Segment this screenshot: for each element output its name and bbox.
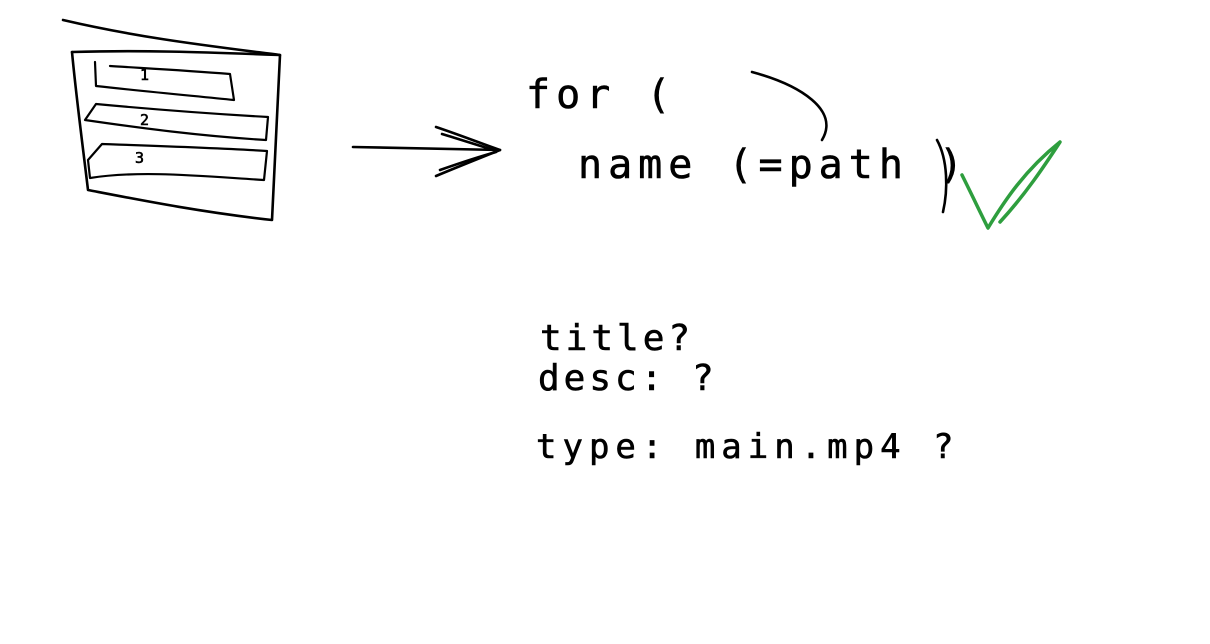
metadata-sketch: title? desc: ? type: main.mp4 ?: [536, 318, 960, 468]
checkmark-icon: [960, 140, 1062, 230]
field-title: title?: [540, 318, 694, 359]
list-frame-top-edge: [70, 49, 282, 57]
list-item-2-box: [83, 102, 270, 142]
list-item-2-label: 2: [140, 111, 149, 129]
closing-paren-stroke: [935, 138, 948, 214]
code-line-name-path: name (=path ): [578, 142, 969, 188]
list-outer-frame: [61, 18, 282, 222]
field-desc: desc: ?: [538, 358, 718, 399]
code-line-for: for (: [526, 72, 676, 118]
bracket-curve: [750, 70, 828, 142]
list-item-3-label: 3: [135, 149, 144, 167]
list-item-1-label: 1: [140, 66, 149, 84]
list-sketch: 1 2 3: [61, 18, 282, 222]
field-type: type: main.mp4 ?: [536, 427, 960, 467]
list-item-3-box: [86, 142, 269, 182]
list-item-1-box: [93, 60, 236, 102]
code-sketch: for ( name (=path ): [526, 70, 969, 214]
arrow-right-icon: [351, 125, 502, 178]
